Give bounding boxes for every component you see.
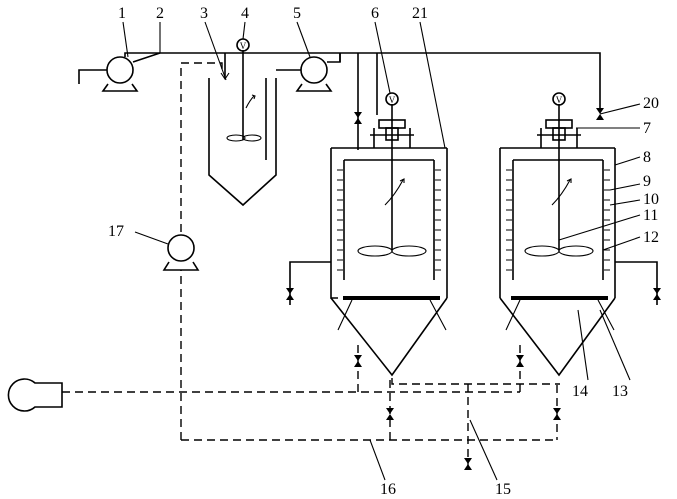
right-heater-coils: [506, 169, 610, 271]
label-21: 21: [412, 5, 428, 22]
label-14: 14: [572, 383, 588, 400]
left-drive-6: V: [370, 92, 414, 148]
label-13: 13: [612, 383, 628, 400]
label-7: 7: [643, 120, 651, 137]
air-lines: [62, 62, 560, 470]
pump-17: [162, 234, 200, 271]
label-16: 16: [380, 481, 396, 498]
label-6: 6: [371, 5, 379, 22]
label-2: 2: [156, 5, 164, 22]
leader-lines: [122, 21, 641, 481]
pump-1: [78, 52, 161, 92]
label-4: 4: [241, 5, 249, 22]
label-3: 3: [200, 5, 208, 22]
left-side-outlet: [286, 261, 331, 305]
label-15: 15: [495, 481, 511, 498]
meter-4-symbol: V: [240, 41, 247, 51]
right-drive: V: [537, 92, 581, 148]
label-8: 8: [643, 149, 651, 166]
label-5: 5: [293, 5, 301, 22]
valve-left-feed: [354, 112, 362, 124]
mixing-tank-3: [208, 78, 277, 207]
right-side-outlet: [615, 261, 661, 305]
label-20: 20: [643, 95, 659, 112]
right-reactor: [499, 120, 616, 377]
label-1: 1: [118, 5, 126, 22]
pump-5: [276, 53, 341, 92]
meter-6-symbol: V: [389, 95, 396, 105]
label-17: 17: [108, 223, 124, 240]
left-reactor: [330, 120, 448, 377]
blower: [7, 378, 63, 412]
meter-right-symbol: V: [556, 95, 563, 105]
label-11: 11: [643, 207, 658, 224]
supply-pipe: [124, 52, 601, 110]
left-heater-coils: [337, 169, 441, 271]
air-valves: [354, 355, 561, 470]
valve-20: [596, 103, 641, 120]
label-9: 9: [643, 173, 651, 190]
label-12: 12: [643, 229, 659, 246]
label-10: 10: [643, 191, 659, 208]
meter-4: V: [236, 38, 250, 78]
